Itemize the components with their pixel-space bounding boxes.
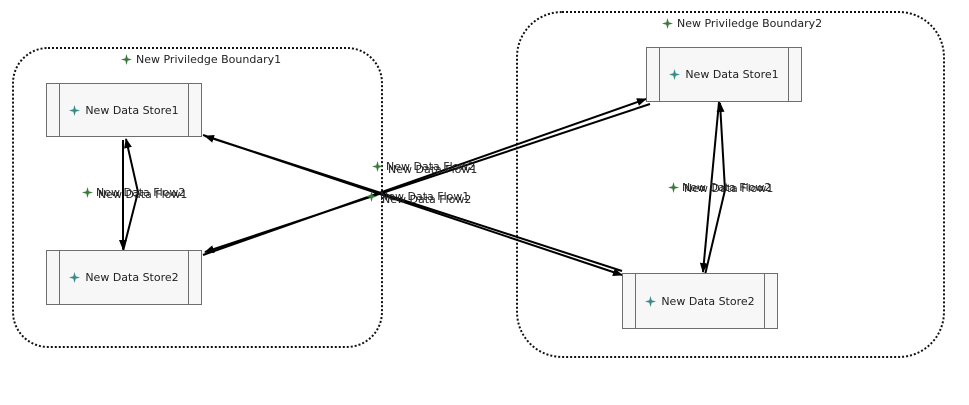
boundary-2-label-text: New Priviledge Boundary2: [677, 17, 823, 30]
data-store-1-right[interactable]: New Data Store1: [646, 47, 802, 102]
data-store-1-left[interactable]: New Data Store1: [46, 83, 202, 137]
data-store-label: New Data Store2: [661, 294, 755, 308]
flow-line-left-up[interactable]: [122, 138, 140, 252]
star-icon: [645, 295, 657, 307]
flow-label-left-2[interactable]: New Data Flow2: [82, 186, 185, 199]
boundary-2-label: New Priviledge Boundary2: [662, 17, 822, 30]
flow-label-right-1[interactable]: New Data Flow1: [684, 182, 774, 195]
star-icon: [69, 272, 81, 283]
flow-label-right-2[interactable]: New Data Flow2: [668, 181, 771, 194]
flow-label-mid-2-top[interactable]: New Data Flow2: [372, 160, 475, 173]
star-icon: [82, 187, 93, 198]
flow-label-mid-2-bottom[interactable]: New Data Flow2: [382, 193, 472, 206]
star-icon: [662, 18, 673, 29]
star-icon: [366, 191, 377, 202]
data-store-label: New Data Store1: [85, 103, 179, 117]
boundary-1-label-text: New Priviledge Boundary1: [136, 53, 282, 66]
privilege-boundary-1[interactable]: [12, 47, 383, 348]
flow-line-right-down[interactable]: [699, 101, 720, 273]
data-store-2-left[interactable]: New Data Store2: [46, 250, 202, 305]
boundary-1-label: New Priviledge Boundary1: [121, 53, 281, 66]
flow-label-left-1[interactable]: New Data Flow1: [98, 188, 188, 201]
data-store-2-right[interactable]: New Data Store2: [622, 273, 778, 329]
star-icon: [69, 104, 81, 116]
flow-label-mid-1-top[interactable]: New Data Flow1: [388, 163, 478, 176]
star-icon: [668, 182, 679, 193]
flow-label-mid-1-bottom[interactable]: New Data Flow1: [366, 190, 469, 203]
privilege-boundary-2[interactable]: [516, 11, 945, 358]
flow-line-r2-to-l1[interactable]: [204, 134, 623, 272]
data-store-label: New Data Store2: [85, 271, 179, 284]
flow-line-r1-to-l2[interactable]: [204, 103, 651, 253]
data-store-label: New Data Store1: [685, 68, 779, 81]
star-icon: [372, 161, 383, 172]
star-icon: [121, 54, 132, 65]
flow-line-right-up[interactable]: [704, 102, 727, 276]
star-icon: [669, 69, 681, 80]
